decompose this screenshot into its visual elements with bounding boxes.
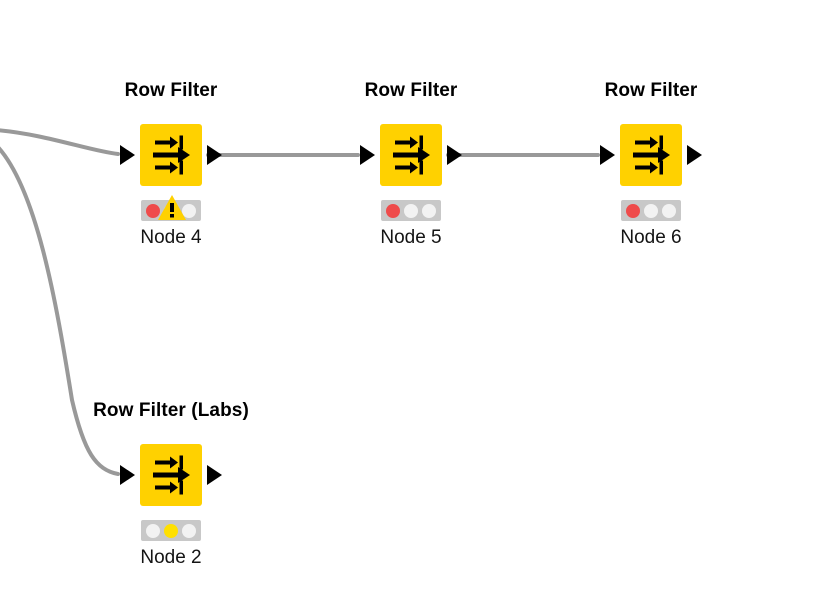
output-port-triangle-icon[interactable] (447, 145, 462, 165)
input-port-triangle-icon[interactable] (120, 145, 135, 165)
status-lamp-right (182, 523, 196, 538)
status-lamp-left (386, 203, 400, 218)
row-filter-icon (153, 455, 190, 495)
row-filter-icon (633, 135, 670, 175)
output-port-triangle-icon[interactable] (207, 465, 222, 485)
input-port-triangle-icon[interactable] (360, 145, 375, 165)
node-label[interactable]: Node 4 (140, 227, 202, 248)
status-lamp-middle (164, 203, 178, 218)
node-label[interactable]: Node 5 (380, 227, 442, 248)
status-lamp-left (146, 203, 160, 218)
status-traffic-light (381, 200, 441, 221)
status-lamp-middle (644, 203, 658, 218)
output-port-triangle-icon[interactable] (207, 145, 222, 165)
status-lamp-right (182, 203, 196, 218)
incoming-connection-to-node-2[interactable] (0, 145, 120, 476)
node-title: Row Filter (124, 80, 218, 101)
status-traffic-light (141, 520, 201, 541)
status-lamp-left (146, 523, 160, 538)
node-label[interactable]: Node 2 (140, 547, 202, 568)
status-traffic-light (621, 200, 681, 221)
status-lamp-right (422, 203, 436, 218)
row-filter-icon (393, 135, 430, 175)
status-lamp-left (626, 203, 640, 218)
status-lamp-middle (404, 203, 418, 218)
node-title: Row Filter (604, 80, 698, 101)
incoming-connection-to-node-4[interactable] (0, 128, 120, 156)
node-title: Row Filter (Labs) (93, 400, 249, 421)
input-port-triangle-icon[interactable] (120, 465, 135, 485)
row-filter-icon (153, 135, 190, 175)
output-port-triangle-icon[interactable] (687, 145, 702, 165)
input-port-triangle-icon[interactable] (600, 145, 615, 165)
node-title: Row Filter (364, 80, 458, 101)
status-lamp-right (662, 203, 676, 218)
status-traffic-light (141, 200, 201, 221)
node-label[interactable]: Node 6 (620, 227, 682, 248)
status-lamp-middle (164, 523, 178, 538)
